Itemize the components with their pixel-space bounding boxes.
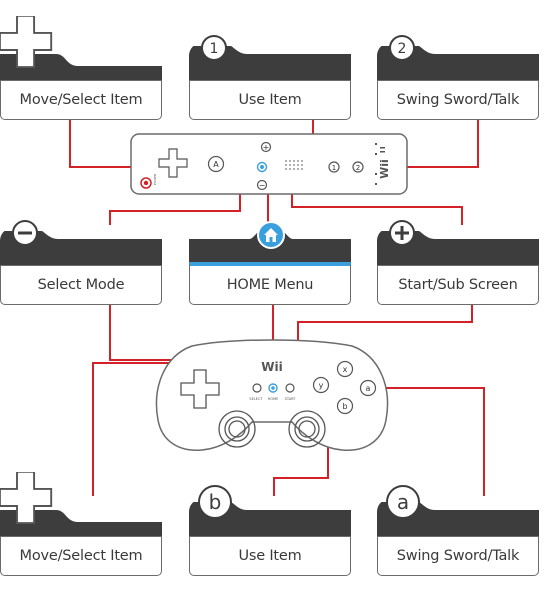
dpad-icon <box>0 16 53 68</box>
svg-text:START: START <box>285 397 297 401</box>
card-tab <box>189 502 351 538</box>
svg-text:y: y <box>319 381 324 390</box>
card-bot-center: b Use Item <box>189 485 351 576</box>
svg-text:b: b <box>209 490 222 514</box>
card-label: Move/Select Item <box>0 536 162 576</box>
card-tab <box>189 46 351 82</box>
card-label: Use Item <box>189 80 351 120</box>
connector-dpad-classic <box>92 362 190 496</box>
wiimote-plus-button <box>260 141 272 153</box>
one-button-icon: 1 <box>201 35 227 61</box>
card-mid-center: HOME Menu <box>189 221 351 305</box>
svg-text:2: 2 <box>356 164 360 172</box>
svg-text:a: a <box>366 384 371 393</box>
b-button-icon: b <box>198 485 232 519</box>
card-bot-right: a Swing Sword/Talk <box>377 485 539 576</box>
player-led-icon <box>375 143 385 185</box>
wii-remote: POWER A + − 1 2 Wii <box>130 133 408 195</box>
home-icon <box>257 221 285 249</box>
classic-controller: Wii SELECT HOME START x y a b <box>155 339 389 451</box>
two-button-icon: 2 <box>389 35 415 61</box>
svg-text:A: A <box>213 160 219 169</box>
card-label: Swing Sword/Talk <box>377 80 539 120</box>
card-top-right: 2 Swing Sword/Talk <box>377 35 539 120</box>
card-tab <box>0 510 162 538</box>
classic-y-button <box>312 376 330 394</box>
classic-logo: Wii <box>261 360 282 374</box>
card-tab <box>377 502 539 538</box>
card-tab <box>377 231 539 267</box>
left-stick-icon <box>218 410 256 448</box>
classic-minus-button <box>252 383 262 393</box>
svg-text:x: x <box>343 365 348 374</box>
classic-b-button <box>336 397 354 415</box>
classic-plus-button <box>285 383 295 393</box>
card-top-left: Move/Select Item <box>0 16 162 120</box>
classic-x-button <box>336 360 354 378</box>
classic-dpad-icon <box>180 369 220 409</box>
speaker-icon <box>285 160 303 170</box>
wiimote-a-button <box>207 155 225 173</box>
svg-text:+: + <box>263 143 270 152</box>
card-label: Move/Select Item <box>0 80 162 120</box>
card-tab <box>0 54 162 82</box>
card-label: Swing Sword/Talk <box>377 536 539 576</box>
wiimote-minus-button <box>256 179 268 191</box>
svg-text:HOME: HOME <box>268 397 279 401</box>
a-button-icon: a <box>386 485 420 519</box>
wiimote-logo: Wii <box>378 159 391 179</box>
svg-text:1: 1 <box>210 41 219 57</box>
card-label: HOME Menu <box>189 262 351 305</box>
card-tab <box>0 231 162 267</box>
svg-text:2: 2 <box>398 41 407 57</box>
card-top-center: 1 Use Item <box>189 35 351 120</box>
card-label: Use Item <box>189 536 351 576</box>
dpad-icon <box>0 472 53 524</box>
card-bot-left: Move/Select Item <box>0 472 162 576</box>
card-mid-left: Select Mode <box>0 220 162 305</box>
card-tab <box>377 46 539 82</box>
svg-text:b: b <box>342 402 347 411</box>
card-tab <box>189 231 351 267</box>
power-button-icon <box>140 177 152 189</box>
wiimote-dpad-icon <box>158 148 188 178</box>
card-label: Select Mode <box>0 265 162 305</box>
svg-text:SELECT: SELECT <box>249 397 263 401</box>
classic-a-button <box>359 379 377 397</box>
right-stick-icon <box>288 410 326 448</box>
plus-icon <box>389 220 415 246</box>
svg-text:a: a <box>397 490 409 514</box>
power-label: POWER <box>153 174 157 185</box>
card-mid-right: Start/Sub Screen <box>377 220 539 305</box>
wiimote-two-button <box>352 161 364 173</box>
wiimote-one-button <box>328 161 340 173</box>
minus-icon <box>12 220 38 246</box>
svg-text:1: 1 <box>332 164 336 172</box>
connector-a-classic <box>368 387 485 496</box>
card-label: Start/Sub Screen <box>377 265 539 305</box>
svg-text:−: − <box>259 181 266 190</box>
